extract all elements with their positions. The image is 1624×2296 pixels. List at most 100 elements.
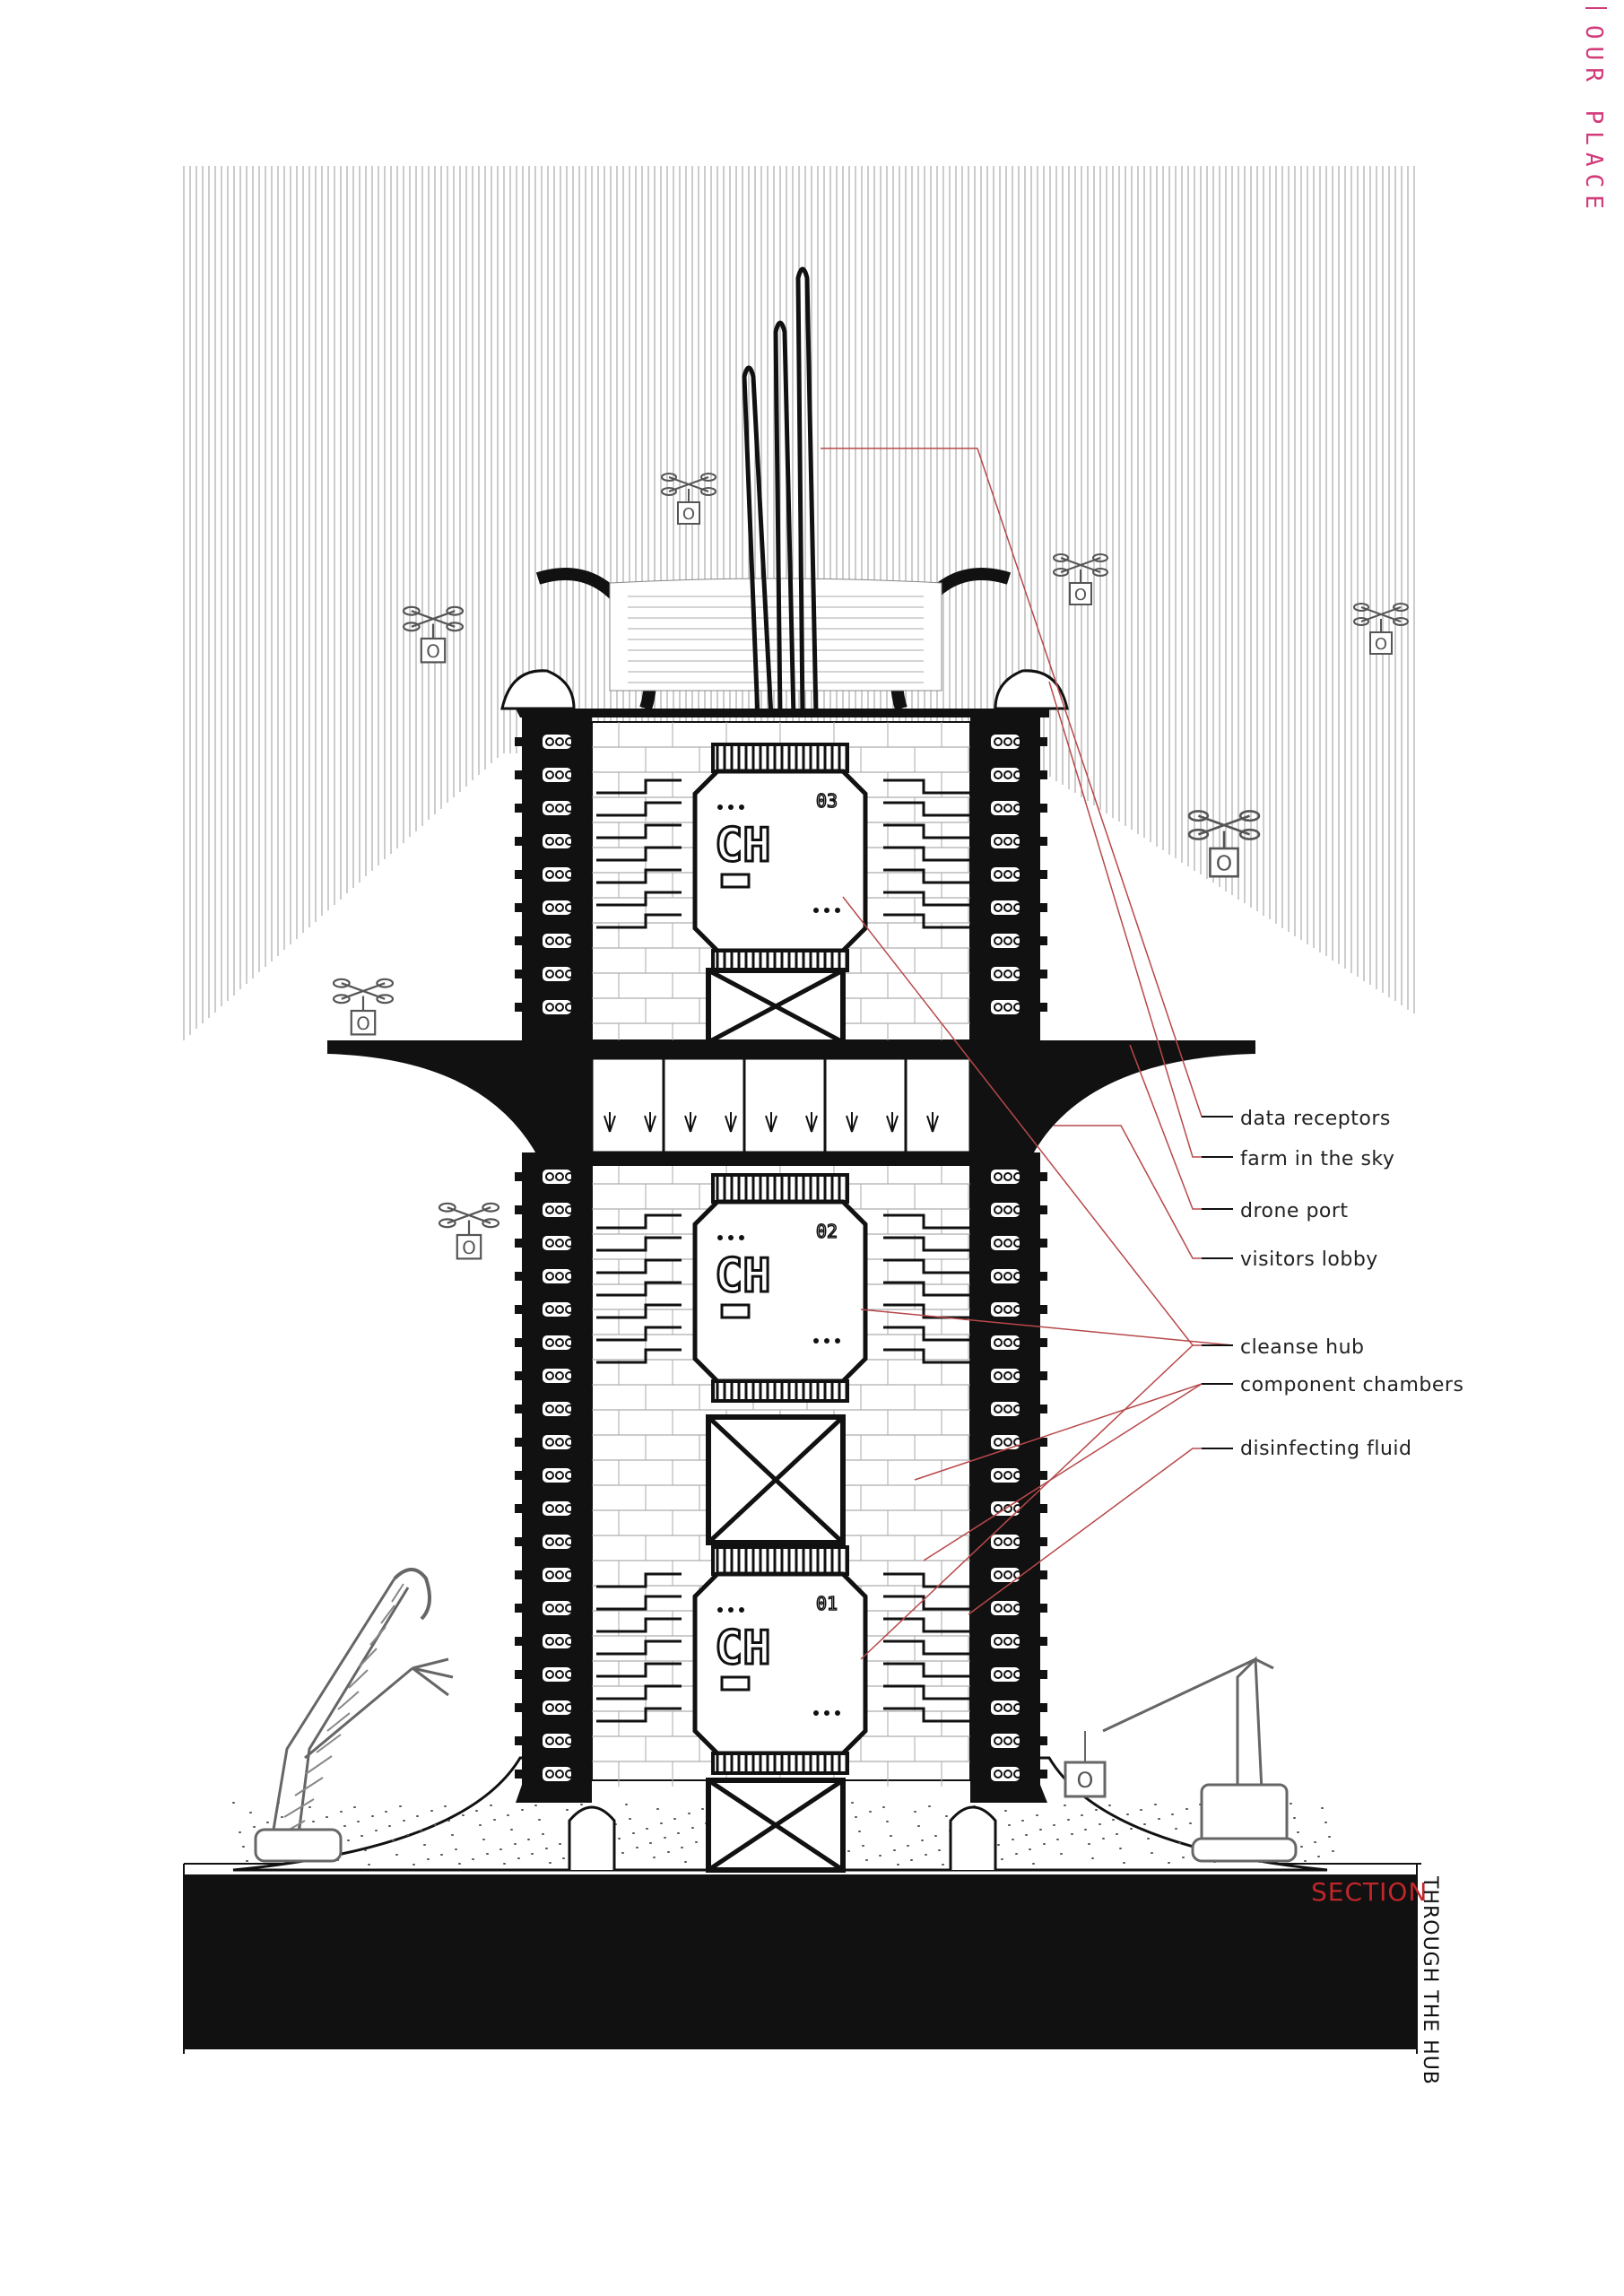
window-dot — [545, 837, 554, 846]
chamber-dot — [835, 1710, 840, 1716]
window-dot — [1023, 837, 1032, 846]
chamber-dot — [835, 908, 840, 913]
window-dot — [565, 1003, 574, 1012]
chamber-dot — [728, 1235, 734, 1240]
window-dot — [575, 1570, 584, 1579]
column-notch — [515, 1205, 522, 1214]
window-dot — [565, 1703, 574, 1712]
chamber-tag: CH — [715, 1622, 771, 1675]
window-dot — [565, 1272, 574, 1281]
window-dot — [994, 1239, 1003, 1248]
column-notch — [515, 737, 522, 746]
window-dot — [1003, 1205, 1012, 1214]
window-dot — [1013, 804, 1022, 813]
window-dot — [1013, 870, 1022, 879]
window-dot — [565, 970, 574, 978]
column-notch — [515, 1537, 522, 1546]
chamber-number: 01 — [816, 1593, 838, 1614]
window-dot — [565, 1438, 574, 1447]
window-dot — [1023, 1438, 1032, 1447]
column-notch — [1040, 1172, 1047, 1181]
window-dot — [1023, 970, 1032, 978]
window-dot — [565, 1371, 574, 1380]
column-notch — [515, 1637, 522, 1646]
window-dot — [1013, 1172, 1022, 1181]
window-dot — [1013, 1637, 1022, 1646]
drone-icon: O — [402, 605, 465, 664]
crane-jib — [1102, 1657, 1274, 1733]
window-dot — [1013, 1537, 1022, 1546]
chamber-dot — [717, 1607, 723, 1613]
chamber-dot — [835, 1338, 840, 1344]
drone-rotor — [1053, 568, 1069, 577]
leader-lines — [821, 448, 1234, 1660]
window-dot — [545, 1770, 554, 1779]
leader-line — [860, 1309, 1234, 1346]
drone-rotor — [446, 605, 465, 616]
column-notch — [1040, 970, 1047, 978]
crane-tracks — [254, 1828, 343, 1863]
window-dot — [565, 1736, 574, 1745]
window-dot — [1023, 1471, 1032, 1480]
window-dot — [545, 737, 554, 746]
window-dot — [575, 870, 584, 879]
column-notch — [1040, 1338, 1047, 1347]
chamber-dot — [739, 1235, 744, 1240]
window-dot — [555, 936, 564, 945]
section-subtitle: THROUGH THE HUB — [1419, 1876, 1441, 2085]
window-dot — [575, 1604, 584, 1613]
column-notch — [515, 1438, 522, 1447]
window-dot — [545, 1504, 554, 1513]
drone-icon: O — [1353, 603, 1409, 655]
window-dot — [1023, 804, 1032, 813]
window-dot — [555, 1504, 564, 1513]
column-notch — [515, 1604, 522, 1613]
window-dot — [1013, 1770, 1022, 1779]
window-dot — [565, 1338, 574, 1347]
window-dot — [545, 1637, 554, 1646]
window-dot — [1003, 936, 1012, 945]
lobby-plants — [604, 1112, 939, 1133]
window-dot — [575, 970, 584, 978]
window-dot — [1013, 1305, 1022, 1314]
window-dot — [994, 1305, 1003, 1314]
column-notch — [1040, 870, 1047, 879]
window-dot — [994, 1338, 1003, 1347]
cross-brace — [706, 968, 846, 1045]
chamber-dot — [728, 804, 734, 810]
window-dot — [1003, 804, 1012, 813]
window-dot — [994, 1537, 1003, 1546]
window-dot — [575, 936, 584, 945]
leader-line — [923, 1383, 1203, 1561]
window-dot — [565, 1537, 574, 1546]
column-notch — [515, 936, 522, 945]
window-dot — [994, 1003, 1003, 1012]
window-dot — [565, 737, 574, 746]
window-dot — [575, 1736, 584, 1745]
column-notch — [515, 837, 522, 846]
drone-rotor — [700, 487, 716, 496]
chamber-dot — [824, 908, 829, 913]
window-dot — [994, 903, 1003, 912]
window-dot — [1013, 1670, 1022, 1679]
column-notch — [1040, 936, 1047, 945]
window-dot — [575, 804, 584, 813]
farm-ripples — [628, 596, 924, 683]
label-farm-in-the-sky: farm in the sky — [1240, 1148, 1395, 1170]
window-dot — [555, 804, 564, 813]
drone-box-glyph: O — [1074, 586, 1087, 604]
column-notch — [1040, 1471, 1047, 1480]
drone-rotor — [402, 622, 421, 632]
window-dot — [545, 1405, 554, 1413]
crane-boom — [267, 1578, 410, 1857]
window-dot — [1013, 1272, 1022, 1281]
column-notch — [1040, 1570, 1047, 1579]
crane-box-glyph: O — [1077, 1768, 1094, 1793]
window-dot — [545, 1003, 554, 1012]
left-planter — [500, 669, 576, 710]
brace-diagonals — [707, 968, 845, 1045]
chamber-dot — [824, 1710, 829, 1716]
drone-box-glyph: O — [426, 641, 440, 662]
window-dot — [994, 1770, 1003, 1779]
window-dot — [575, 1305, 584, 1314]
